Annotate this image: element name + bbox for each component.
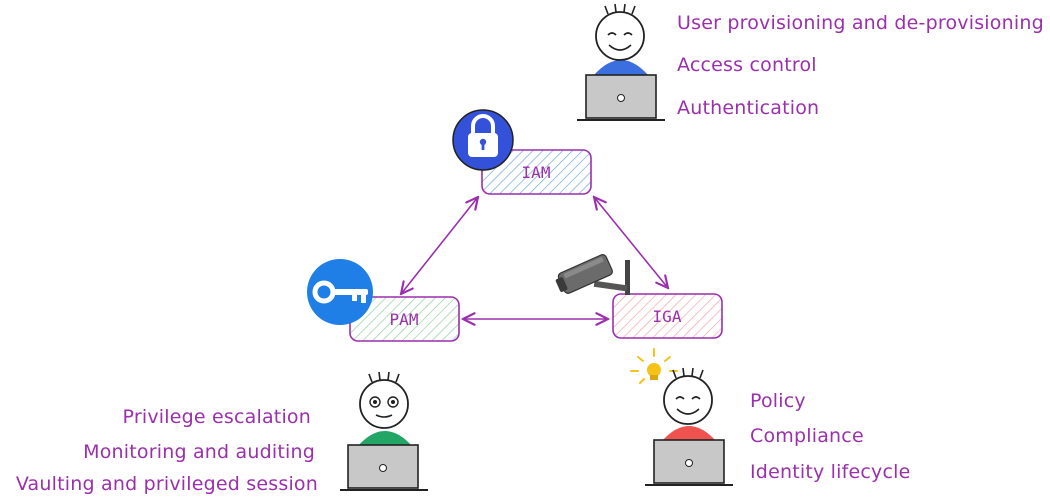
iga-user-avatar <box>645 367 733 486</box>
laptop-icon <box>645 439 733 486</box>
pam-note-3: Vaulting and privileged session <box>15 473 318 495</box>
iam-note-2: Access control <box>677 54 817 76</box>
pam-note-1: Privilege escalation <box>122 406 311 428</box>
key-icon <box>307 259 373 325</box>
pam-label: PAM <box>390 310 419 329</box>
iga-note-3: Identity lifecycle <box>750 461 911 483</box>
iam-node: IAM <box>481 149 592 195</box>
iam-note-3: Authentication <box>677 97 820 119</box>
iga-note-2: Compliance <box>750 425 864 447</box>
pam-note-2: Monitoring and auditing <box>83 441 315 463</box>
laptop-icon <box>577 74 665 121</box>
edge-iam-iga <box>594 197 668 288</box>
iam-user-avatar <box>577 3 665 121</box>
iga-label: IGA <box>653 307 682 326</box>
lock-icon <box>452 109 514 171</box>
iam-label: IAM <box>522 163 551 182</box>
iga-note-1: Policy <box>750 390 806 412</box>
iga-node: IGA <box>612 293 723 339</box>
camera-icon <box>555 254 630 295</box>
laptop-icon <box>340 444 428 491</box>
edge-iam-pam <box>401 197 478 294</box>
pam-user-avatar <box>340 371 428 491</box>
lightbulb-icon <box>630 348 678 384</box>
iam-note-1: User provisioning and de-provisioning <box>677 12 1044 34</box>
